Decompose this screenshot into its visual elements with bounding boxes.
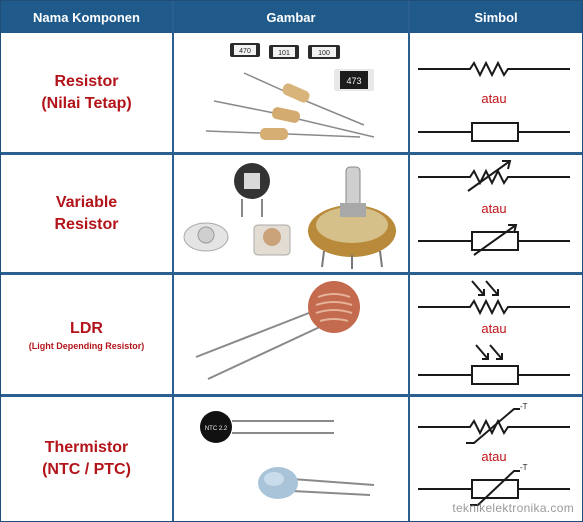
trimmer-potentiometer (234, 163, 270, 217)
box-ldr-symbol (471, 365, 519, 385)
ldr-picture (195, 281, 360, 380)
header-gambar: Gambar (174, 1, 408, 33)
variable-resistor-picture (183, 163, 396, 269)
zigzag-ldr-symbol (418, 298, 570, 316)
atau-label: atau (481, 91, 506, 106)
smd-resistor-4: 473 (334, 69, 374, 91)
smd-resistor-1: 470 (230, 43, 260, 57)
ldr-symbol: atau (418, 280, 570, 385)
leaded-resistor (243, 72, 365, 126)
leaded-resistor (213, 100, 375, 138)
row-name-thermistor: Thermistor (NTC / PTC) (1, 397, 172, 521)
row-divider (1, 394, 582, 397)
variable-resistor-symbol: atau (418, 160, 570, 256)
thermistor-picture: NTC 2.2 (200, 411, 375, 499)
watermark: teknikelektronika.com (452, 501, 574, 515)
component-name: Thermistor (44, 439, 129, 456)
row-divider (1, 272, 582, 275)
trimmer-white (183, 222, 229, 252)
resistor-body (260, 128, 288, 140)
atau-label: atau (481, 321, 506, 336)
header-simbol: Simbol (410, 1, 582, 33)
variable-arrow (473, 224, 517, 256)
smd-code: 473 (346, 76, 361, 86)
leaded-resistor (205, 130, 361, 138)
component-subname: (Nilai Tetap) (41, 94, 132, 112)
atau-label: atau (481, 201, 506, 216)
rotary-potentiometer (308, 166, 396, 269)
thermistor-symbol: -T -T atau (418, 402, 570, 506)
smd-resistor-2: 101 (269, 45, 299, 59)
resistor-symbol: atau (418, 60, 570, 142)
ntc-body-text: NTC 2.2 (205, 426, 228, 432)
smd-code: 100 (318, 50, 330, 57)
row-name-variable-resistor: Variable Resistor (1, 155, 172, 272)
ldr-component (195, 281, 360, 380)
component-subname: (Light Depending Resistor) (28, 340, 145, 351)
smd-resistor-3: 100 (308, 45, 340, 59)
thermistor-bent-line (470, 470, 520, 506)
column-divider (408, 1, 410, 521)
header-nama-komponen: Nama Komponen (1, 1, 172, 33)
smd-code: 101 (278, 50, 290, 57)
light-arrow (471, 280, 485, 296)
resistor-picture: 470 101 100 473 (205, 43, 375, 140)
zigzag-resistor-symbol (418, 60, 570, 78)
row-divider (1, 152, 582, 155)
light-arrow (485, 280, 499, 296)
trimmer-square (253, 224, 291, 256)
row-name-resistor: Resistor (Nilai Tetap) (1, 33, 172, 152)
smd-code: 470 (239, 48, 251, 55)
component-subname: Resistor (54, 215, 119, 233)
ntc-thermistor: NTC 2.2 (200, 411, 334, 443)
light-arrow (489, 344, 503, 360)
atau-label: atau (481, 449, 506, 464)
zigzag-thermistor-symbol (418, 418, 570, 436)
component-name: Variable (55, 193, 118, 211)
variable-arrow (467, 160, 511, 192)
row-name-ldr: LDR (Light Depending Resistor) (1, 275, 172, 394)
resistor-body (282, 83, 310, 103)
box-resistor-symbol (471, 122, 519, 142)
temperature-label: -T (520, 463, 528, 472)
ptc-thermistor (258, 467, 375, 499)
light-arrow (475, 344, 489, 360)
resistor-body (271, 107, 301, 123)
temperature-label: -T (520, 402, 528, 411)
component-name: LDR (70, 319, 103, 337)
thermistor-bent-line (466, 408, 520, 444)
component-subname: (NTC / PTC) (42, 461, 131, 478)
component-name: Resistor (54, 72, 119, 90)
column-divider (172, 1, 174, 521)
